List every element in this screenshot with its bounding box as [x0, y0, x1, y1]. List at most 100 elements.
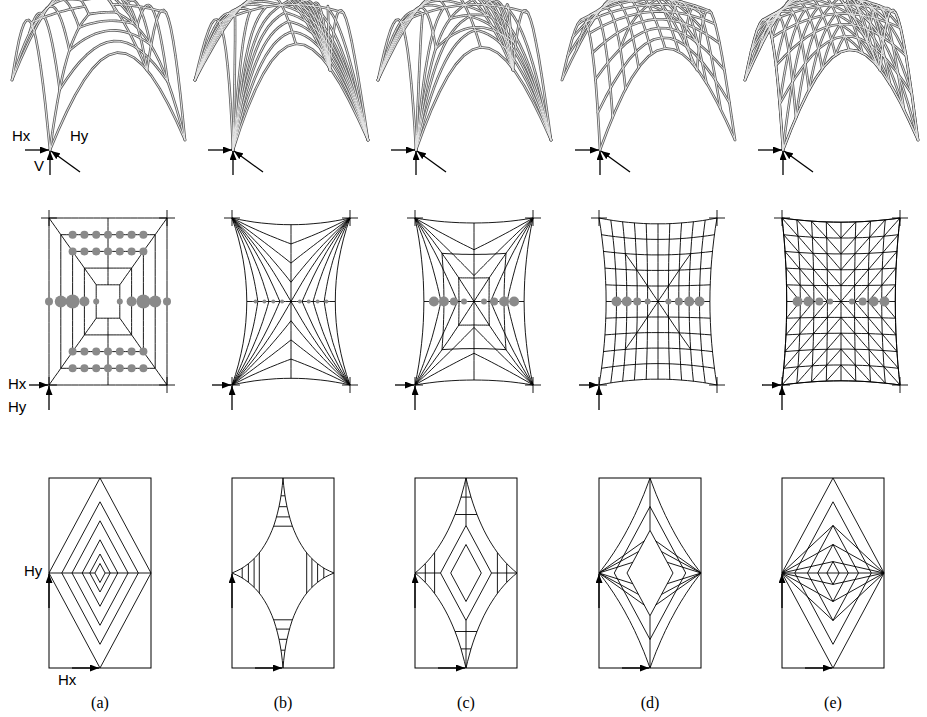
rib-highlight [776, 24, 906, 65]
form-line [313, 218, 350, 302]
rib-highlight [285, 12, 368, 140]
load-dot [128, 247, 136, 255]
force-line [232, 478, 283, 573]
load-dot [116, 231, 124, 239]
rib-highlight [12, 20, 50, 150]
force-diagram [599, 478, 701, 668]
form-line [489, 278, 490, 325]
force-label: Hy [70, 127, 88, 145]
load-dot [117, 299, 123, 305]
load-dot [69, 364, 77, 372]
form-line [232, 218, 350, 225]
force-arrow [417, 151, 446, 172]
form-line [474, 218, 533, 302]
load-dot [439, 297, 449, 307]
rib-highlight [883, 8, 891, 11]
rib-highlight [479, 0, 489, 16]
support-cross [533, 377, 534, 393]
rib-highlight [416, 14, 423, 150]
form-line [869, 334, 884, 351]
form-line [814, 317, 828, 333]
rib-highlight [147, 10, 185, 140]
rib-highlight [866, 1, 875, 10]
force-line [105, 573, 151, 574]
form-line [658, 254, 691, 302]
rib-highlight [822, 40, 831, 69]
rib-highlight [568, 0, 700, 56]
panel-label: (d) [641, 693, 660, 712]
load-dot [490, 298, 498, 306]
force-line [306, 553, 307, 593]
load-dot [827, 299, 833, 305]
rib-highlight [416, 47, 551, 150]
load-dot [69, 348, 77, 356]
force-arrow [805, 667, 832, 668]
force-arrow [72, 667, 99, 668]
form-line [855, 365, 870, 382]
force-line [782, 573, 884, 574]
force-arrow [784, 151, 813, 172]
rib-highlight [562, 0, 697, 80]
force-line [95, 564, 105, 583]
form-line [855, 253, 869, 269]
support-cross [415, 210, 416, 226]
rib-tube [788, 7, 806, 9]
force-line [283, 573, 334, 668]
form-line [826, 222, 841, 238]
column-drawing [745, 0, 918, 668]
rib-highlight [493, 2, 514, 43]
form-line [474, 327, 533, 385]
rib-highlight [783, 50, 918, 150]
load-dot [92, 231, 100, 239]
rib-highlight [620, 5, 648, 49]
rib-highlight [313, 6, 368, 140]
rib-highlight [219, 5, 343, 23]
form-line [855, 221, 870, 238]
rib-highlight [773, 0, 792, 23]
load-dot [104, 231, 112, 239]
force-line [274, 619, 293, 620]
rib-highlight [888, 22, 906, 55]
force-arrow [49, 151, 50, 175]
load-dot [429, 297, 439, 307]
rib-highlight [818, 27, 827, 49]
rib-highlight [599, 0, 648, 10]
column-drawing [12, 0, 185, 668]
force-line [274, 526, 293, 527]
rib-highlight [797, 9, 806, 24]
rib-highlight [809, 49, 818, 90]
load-dot [92, 247, 100, 255]
force-label: Hx [8, 375, 26, 393]
force-line [466, 478, 467, 526]
rib-highlight [871, 23, 881, 70]
column-drawing [195, 0, 368, 668]
rib-highlight [378, 1, 465, 81]
form-line [797, 220, 813, 237]
form-line [658, 302, 691, 350]
load-dot [481, 299, 487, 305]
rib-highlight [880, 10, 918, 140]
form-line [782, 367, 798, 385]
force-frame [782, 478, 884, 668]
rib-tube [12, 0, 81, 80]
form-line [232, 218, 291, 302]
form-line [442, 253, 506, 254]
rib-highlight [823, 5, 832, 16]
load-dot [79, 297, 89, 307]
load-dot [69, 231, 77, 239]
force-line [279, 639, 287, 640]
rib-tube [116, 12, 185, 140]
load-dot [499, 297, 509, 307]
force-line [232, 573, 283, 668]
load-dot [80, 348, 88, 356]
form-line [812, 365, 827, 382]
form-line [782, 381, 900, 385]
form-line [797, 366, 813, 383]
form-line [474, 218, 533, 250]
vault-render [12, 0, 185, 150]
form-line [827, 270, 841, 286]
rib-highlight [282, 5, 369, 140]
support-cross [717, 377, 718, 393]
rib-highlight [459, 0, 513, 70]
rib-highlight [108, 0, 116, 12]
